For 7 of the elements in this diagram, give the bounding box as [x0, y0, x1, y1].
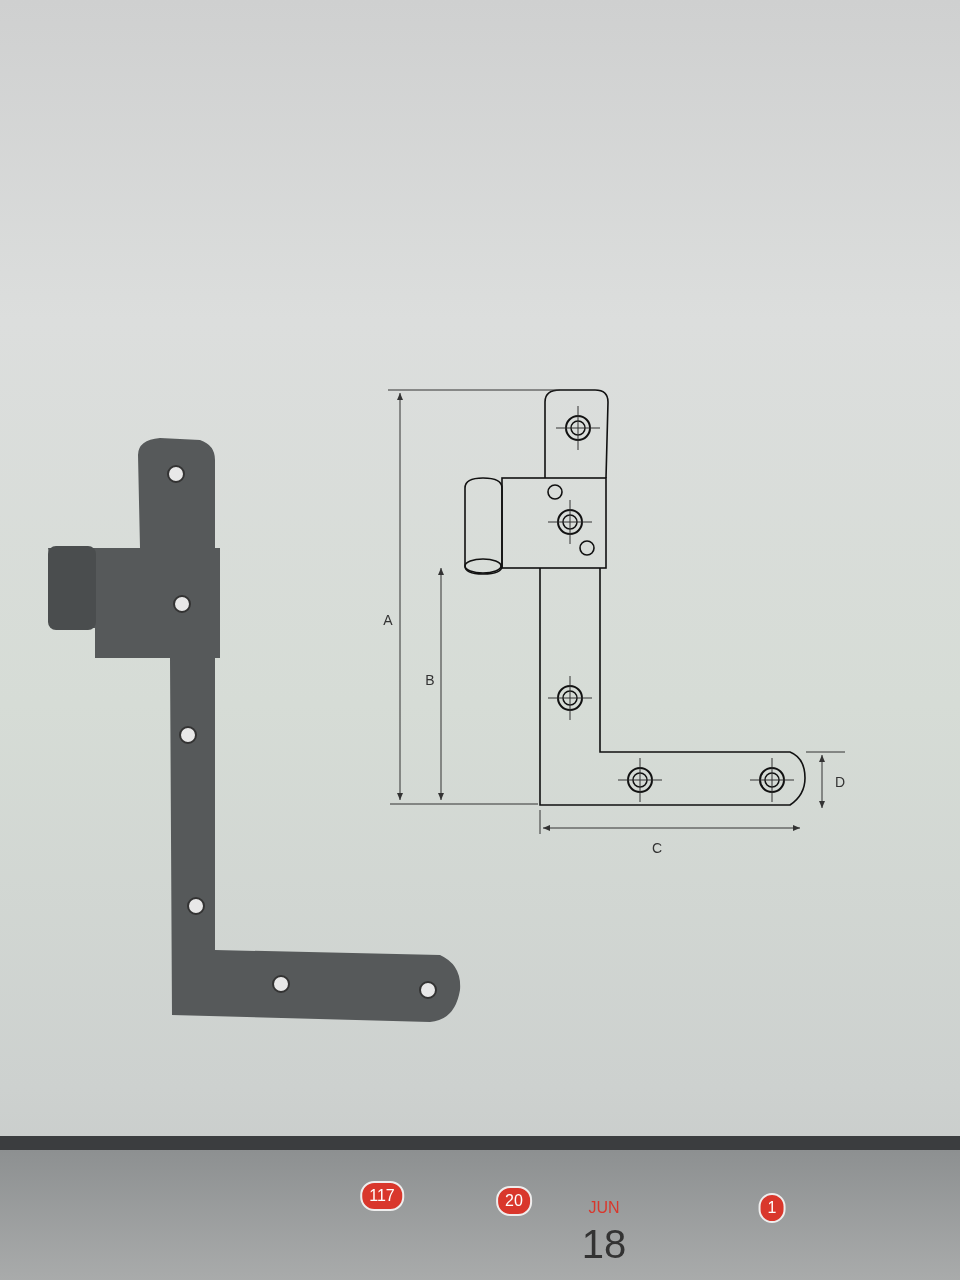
dimension-label: D: [834, 775, 846, 789]
notification-badge: 117: [360, 1181, 404, 1211]
day-number: 18: [581, 1224, 627, 1264]
dimension-label: C: [651, 841, 663, 855]
month-text: JUN: [588, 1200, 620, 1216]
dimension-label: A: [383, 613, 393, 627]
dimension-label: B: [425, 673, 435, 687]
